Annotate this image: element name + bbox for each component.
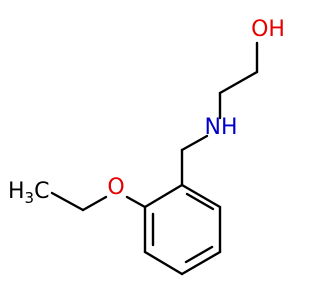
ether-oxygen-label: O <box>107 175 124 200</box>
ring-double-bond-1 <box>185 192 215 211</box>
methyl-c-label: C <box>34 179 49 204</box>
bond-ring-ether-o <box>125 195 147 209</box>
ring-bond-6 <box>143 183 184 209</box>
bond-ether-o-ch2 <box>81 195 108 212</box>
bond-ch2-ch3 <box>50 191 85 212</box>
ring-bond-1 <box>180 183 222 209</box>
ring-double-bond-2 <box>184 245 214 264</box>
ring-bond-4 <box>143 250 184 276</box>
chemical-structure-diagram: OH NH O H3C <box>8 17 285 276</box>
molecule-svg: OH NH O H3C <box>8 17 285 276</box>
methyl-label: H3C <box>8 179 49 207</box>
bond-n-ch2 <box>180 134 209 152</box>
ring-bond-3 <box>180 250 222 276</box>
bond-group <box>50 41 259 276</box>
amine-label: NH <box>205 115 238 140</box>
methyl-subscript-label: 3 <box>25 189 35 207</box>
methyl-h-label: H <box>8 179 25 204</box>
hydroxyl-label: OH <box>251 17 285 42</box>
bond-c1-c2 <box>218 70 259 95</box>
